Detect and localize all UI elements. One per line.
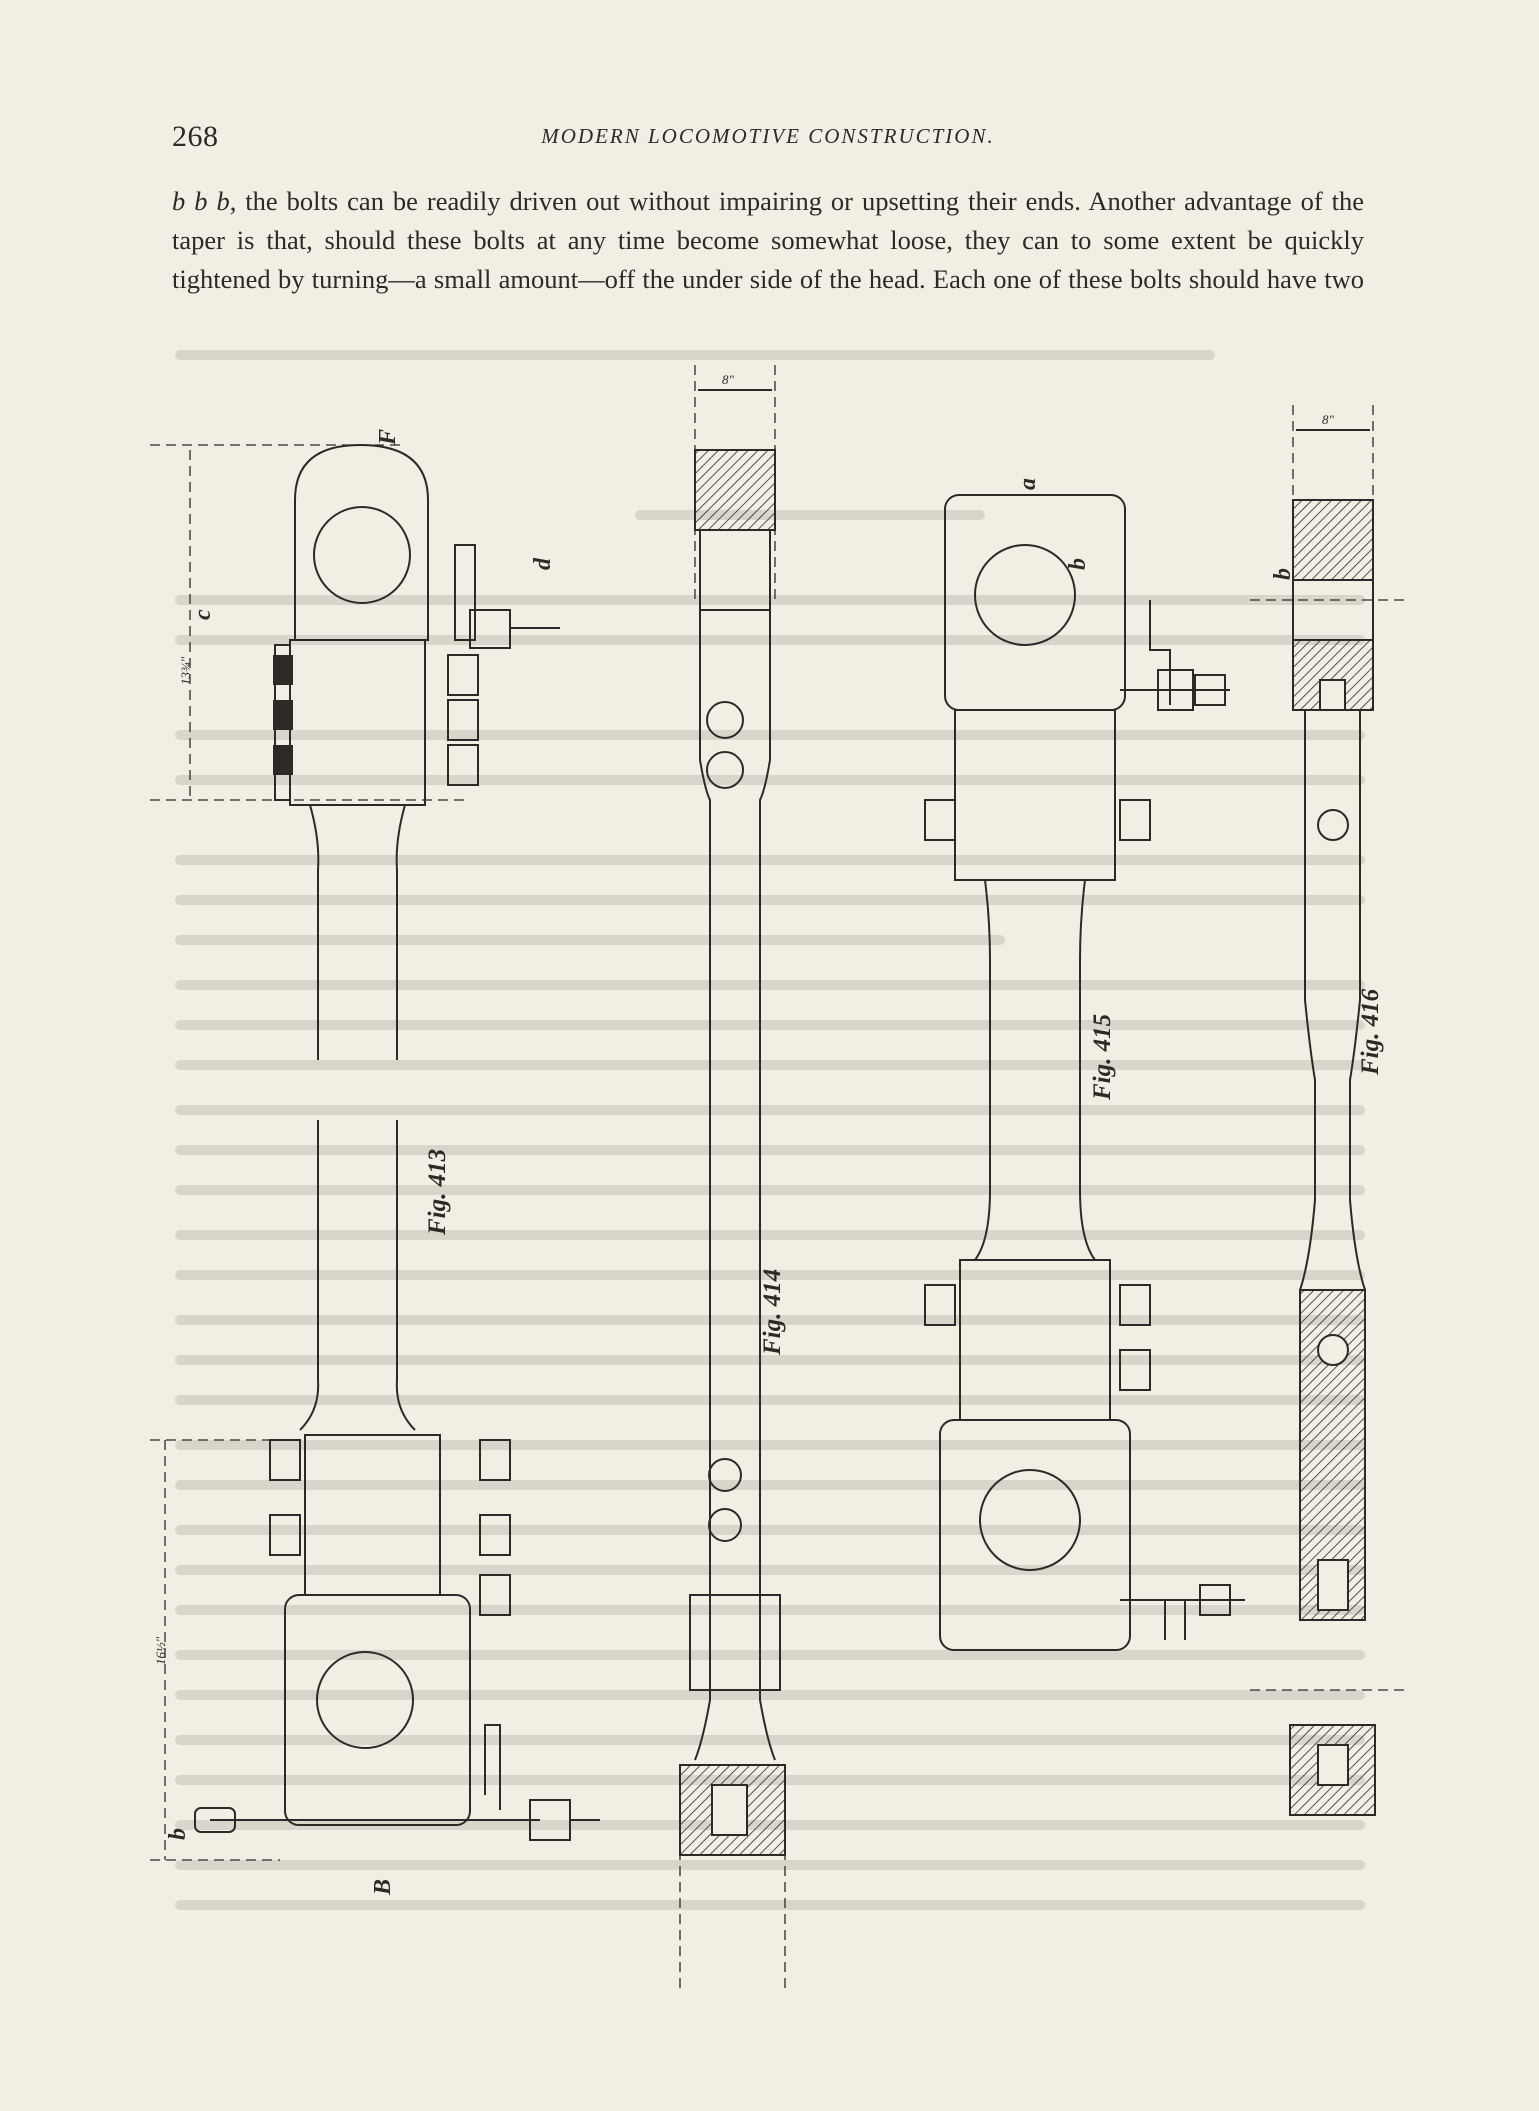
fig-413-letter-c-bottom: b	[165, 1828, 191, 1840]
fig-413-letter-d-top: d	[530, 557, 556, 570]
fig-413-letter-c-top: c	[190, 609, 216, 620]
fig-413-dim-lower: 16½"	[153, 1636, 168, 1665]
fig-415-label: Fig. 415	[1089, 1014, 1116, 1101]
page-header: 268 MODERN LOCOMOTIVE CONSTRUCTION.	[172, 120, 1364, 160]
fig-416-label: Fig. 416	[1357, 988, 1384, 1076]
show-through-text	[175, 350, 1365, 1910]
figure-413	[150, 443, 600, 1861]
figure-414	[679, 365, 786, 1990]
reference-letters: b b b	[172, 186, 230, 216]
fig-413-letter-B: B	[370, 1879, 396, 1896]
running-title: MODERN LOCOMOTIVE CONSTRUCTION.	[541, 124, 995, 148]
fig-413-dim-overall: 13¾"	[178, 656, 193, 685]
figure-415	[924, 494, 1245, 1651]
page-number: 268	[172, 120, 219, 153]
figure-416	[1250, 405, 1410, 1816]
fig-414-label: Fig. 414	[759, 1269, 786, 1356]
fig-415-letter-b: b	[1065, 558, 1091, 570]
body-paragraph: b b b, the bolts can be readily driven o…	[172, 186, 1364, 294]
fig-416-dim-top: 8"	[1322, 412, 1335, 427]
fig-413-label: Fig. 413	[424, 1149, 451, 1236]
fig-414-dim-top: 8"	[722, 372, 735, 387]
fig-416-letter-b: b	[1270, 568, 1296, 580]
fig-413-letter-F: F	[375, 429, 401, 446]
fig-415-letter-a: a	[1015, 478, 1041, 490]
